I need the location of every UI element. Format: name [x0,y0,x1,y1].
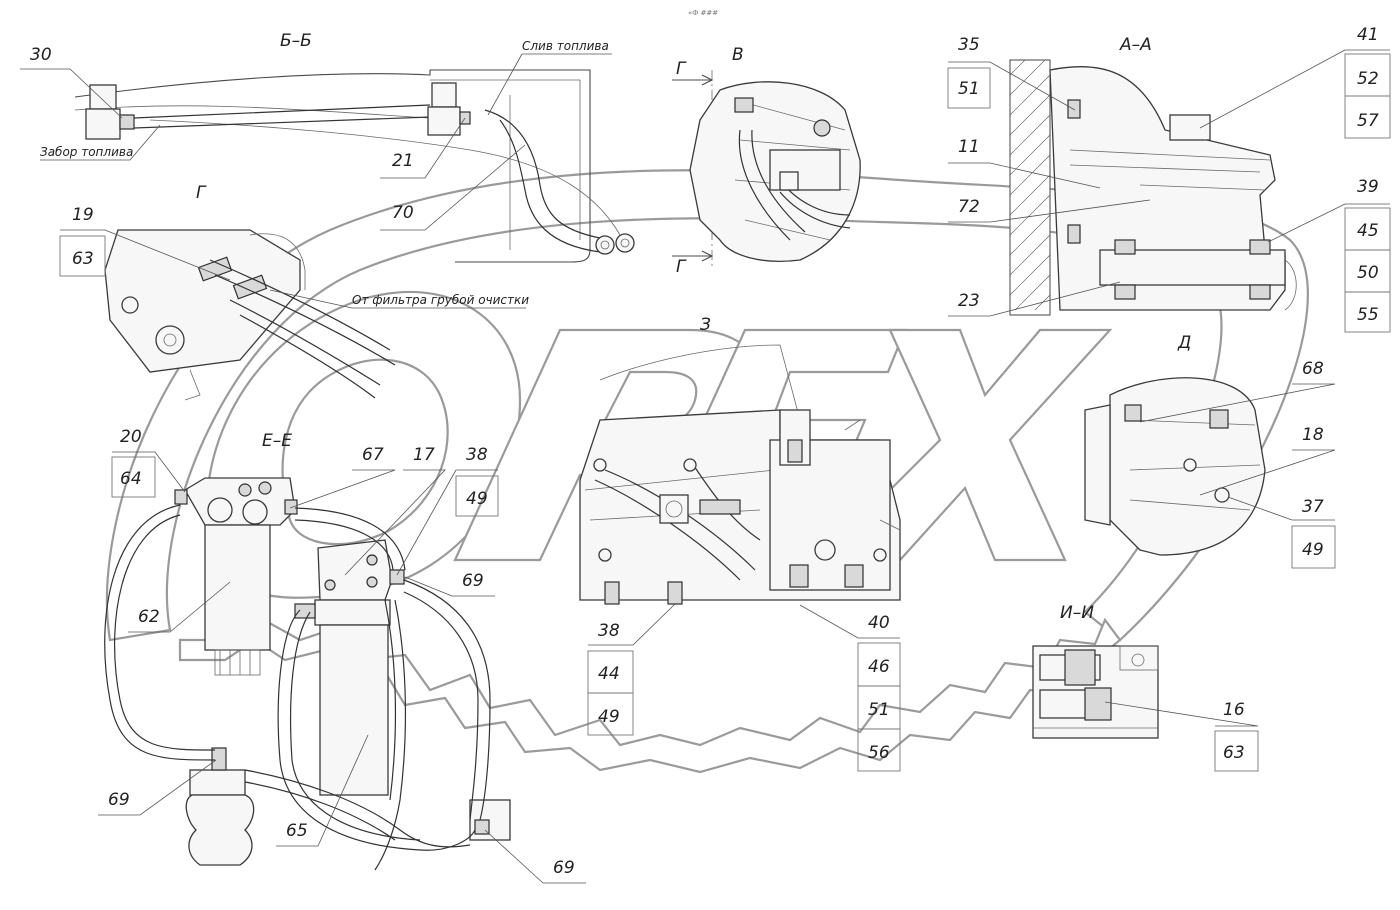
note-from-coarse-filter: От фильтра грубой очистки [352,293,529,307]
callout-49a: 49 [466,489,488,509]
callout-49c: 49 [1302,540,1324,560]
callout-50: 50 [1357,263,1379,283]
callout-38b: 38 [598,621,620,641]
view-z: З 38 44 49 40 46 51 56 [579,315,901,772]
callout-57: 57 [1357,111,1379,131]
note-fuel-intake: Забор топлива [40,145,133,159]
section-arrow-g-top: Г [676,59,687,79]
callout-46: 46 [868,657,890,677]
callout-65: 65 [286,821,308,841]
callout-49b: 49 [598,707,620,727]
view-g: Г 19 63 От фильтра грубой очистки [59,183,529,401]
callout-19: 19 [72,205,94,225]
view-aa: А–А 35 51 11 72 23 41 52 57 39 [947,25,1391,333]
callout-35: 35 [958,35,980,55]
callout-16: 16 [1223,700,1245,720]
callout-20: 20 [120,427,142,447]
section-label-ee: Е–Е [262,431,292,451]
callout-52: 52 [1357,69,1379,89]
callout-17: 17 [413,445,435,465]
callout-23: 23 [958,291,980,311]
callout-63a: 63 [72,249,94,269]
section-label-z: З [700,315,711,335]
callout-11: 11 [958,137,980,157]
callout-45: 45 [1357,221,1379,241]
callout-56: 56 [868,743,890,763]
callout-40: 40 [868,613,890,633]
callout-38a: 38 [466,445,488,465]
callout-41: 41 [1357,25,1379,45]
callout-67: 67 [362,445,384,465]
callout-51b: 51 [868,700,890,720]
view-ee: Е–Е 20 [98,427,586,884]
callout-69b: 69 [108,790,130,810]
callout-63b: 63 [1223,743,1245,763]
note-fuel-drain: Слив топлива [522,39,609,53]
callout-51a: 51 [958,79,980,99]
section-label-ii: И–И [1060,603,1094,623]
section-arrow-g-bottom: Г [676,257,687,277]
callout-44: 44 [598,664,620,684]
callout-70: 70 [392,203,414,223]
section-label-d: Д [1177,333,1191,353]
view-v: В Г Г [672,45,861,277]
callout-68: 68 [1302,359,1324,379]
callout-72: 72 [958,197,980,217]
callout-18: 18 [1302,425,1324,445]
section-label-bb: Б–Б [280,31,312,51]
view-ii: И–И 16 63 [1032,603,1259,772]
callout-30: 30 [30,45,52,65]
callout-37: 37 [1302,497,1324,517]
view-bb: Б–Б 30 Забор топлива Слив топлива 21 70 [20,31,635,263]
callout-62: 62 [138,607,160,627]
section-label-v: В [732,45,744,65]
callout-55: 55 [1357,305,1379,325]
callout-69c: 69 [553,858,575,878]
view-d: Д 68 18 37 49 [1084,333,1336,569]
callout-64: 64 [120,469,142,489]
section-label-aa: А–А [1119,35,1152,55]
callout-21: 21 [392,151,414,171]
callout-69a: 69 [462,571,484,591]
callout-39: 39 [1357,177,1379,197]
section-label-g: Г [196,183,207,203]
header-mark: «Ф ### [688,9,718,17]
